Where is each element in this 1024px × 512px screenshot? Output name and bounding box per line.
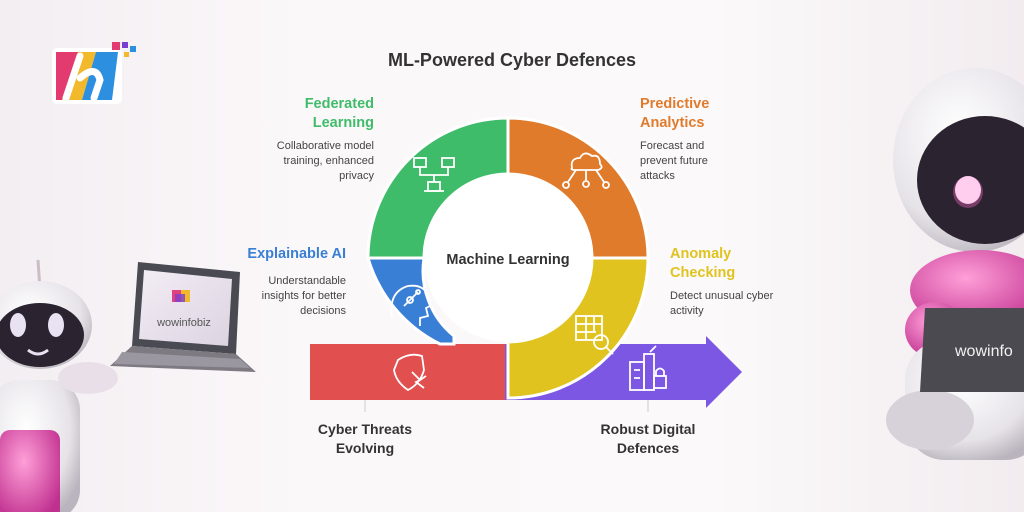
brain-head-icon xyxy=(390,284,432,326)
explainable-description: Understandable insights for better decis… xyxy=(216,274,346,319)
diagram-title: ML-Powered Cyber Defences xyxy=(387,50,637,70)
federated-learning-block: Federated Learning Collaborative model t… xyxy=(236,95,374,184)
left-laptop: wowinfobiz xyxy=(110,262,256,372)
cloud-network-icon xyxy=(562,152,610,189)
federated-heading: Federated Learning xyxy=(236,95,374,133)
predictive-desc-line-2: prevent future xyxy=(640,155,708,167)
robust-line-1: Robust Digital xyxy=(600,421,696,437)
network-icon xyxy=(413,157,455,192)
brand-logo xyxy=(52,42,136,104)
right-robot-illustration: wowinfo xyxy=(886,68,1024,460)
cyber-threats-bar xyxy=(310,344,510,400)
right-laptop-brand: wowinfo xyxy=(954,343,1013,360)
left-robot-illustration xyxy=(0,259,118,512)
ring-center xyxy=(424,174,592,342)
robust-line-2: Defences xyxy=(616,440,680,456)
anomaly-desc-line-2: activity xyxy=(670,305,704,317)
explainable-desc-line-3: decisions xyxy=(300,305,346,317)
robust-defences-label: Robust Digital Defences xyxy=(568,420,728,458)
anomaly-description: Detect unusual cyber activity xyxy=(670,289,810,319)
predictive-heading: Predictive Analytics xyxy=(640,95,780,133)
explainable-heading-line-1: Explainable AI xyxy=(247,246,346,262)
federated-desc-line-3: privacy xyxy=(339,170,374,182)
predictive-desc-line-3: attacks xyxy=(640,170,675,182)
broken-shield-icon xyxy=(393,353,427,392)
federated-description: Collaborative model training, enhanced p… xyxy=(236,139,374,184)
laptop-logo-icon xyxy=(172,290,190,302)
explainable-ai-segment xyxy=(365,256,456,346)
threats-line-2: Evolving xyxy=(335,440,395,456)
anomaly-heading: Anomaly Checking xyxy=(670,245,810,283)
federated-heading-line-2: Learning xyxy=(312,115,374,131)
cyber-threats-label: Cyber Threats Evolving xyxy=(290,420,440,458)
center-label: Machine Learning xyxy=(446,252,569,268)
explainable-desc-line-2: insights for better xyxy=(261,290,346,302)
machine-learning-ring xyxy=(365,116,650,400)
federated-heading-line-1: Federated xyxy=(304,96,374,112)
threats-line-1: Cyber Threats xyxy=(317,421,413,437)
anomaly-checking-block: Anomaly Checking Detect unusual cyber ac… xyxy=(670,245,810,319)
left-laptop-brand: wowinfobiz xyxy=(156,317,211,329)
spreadsheet-search-icon xyxy=(575,315,614,355)
city-lock-icon xyxy=(629,345,667,391)
federated-desc-line-2: training, enhanced xyxy=(283,155,374,167)
anomaly-desc-line-1: Detect unusual cyber xyxy=(670,290,774,302)
explainable-heading: Explainable AI xyxy=(216,245,346,264)
federated-desc-line-1: Collaborative model xyxy=(276,140,374,152)
explainable-desc-line-1: Understandable xyxy=(268,275,346,287)
explainable-ai-block: Explainable AI Understandable insights f… xyxy=(216,245,346,319)
predictive-desc-line-1: Forecast and xyxy=(640,140,705,152)
predictive-description: Forecast and prevent future attacks xyxy=(640,139,780,184)
anomaly-heading-line-2: Checking xyxy=(670,265,736,281)
predictive-heading-line-2: Analytics xyxy=(640,115,705,131)
anomaly-heading-line-1: Anomaly xyxy=(670,246,732,262)
predictive-analytics-block: Predictive Analytics Forecast and preven… xyxy=(640,95,780,184)
predictive-heading-line-1: Predictive xyxy=(640,96,710,112)
